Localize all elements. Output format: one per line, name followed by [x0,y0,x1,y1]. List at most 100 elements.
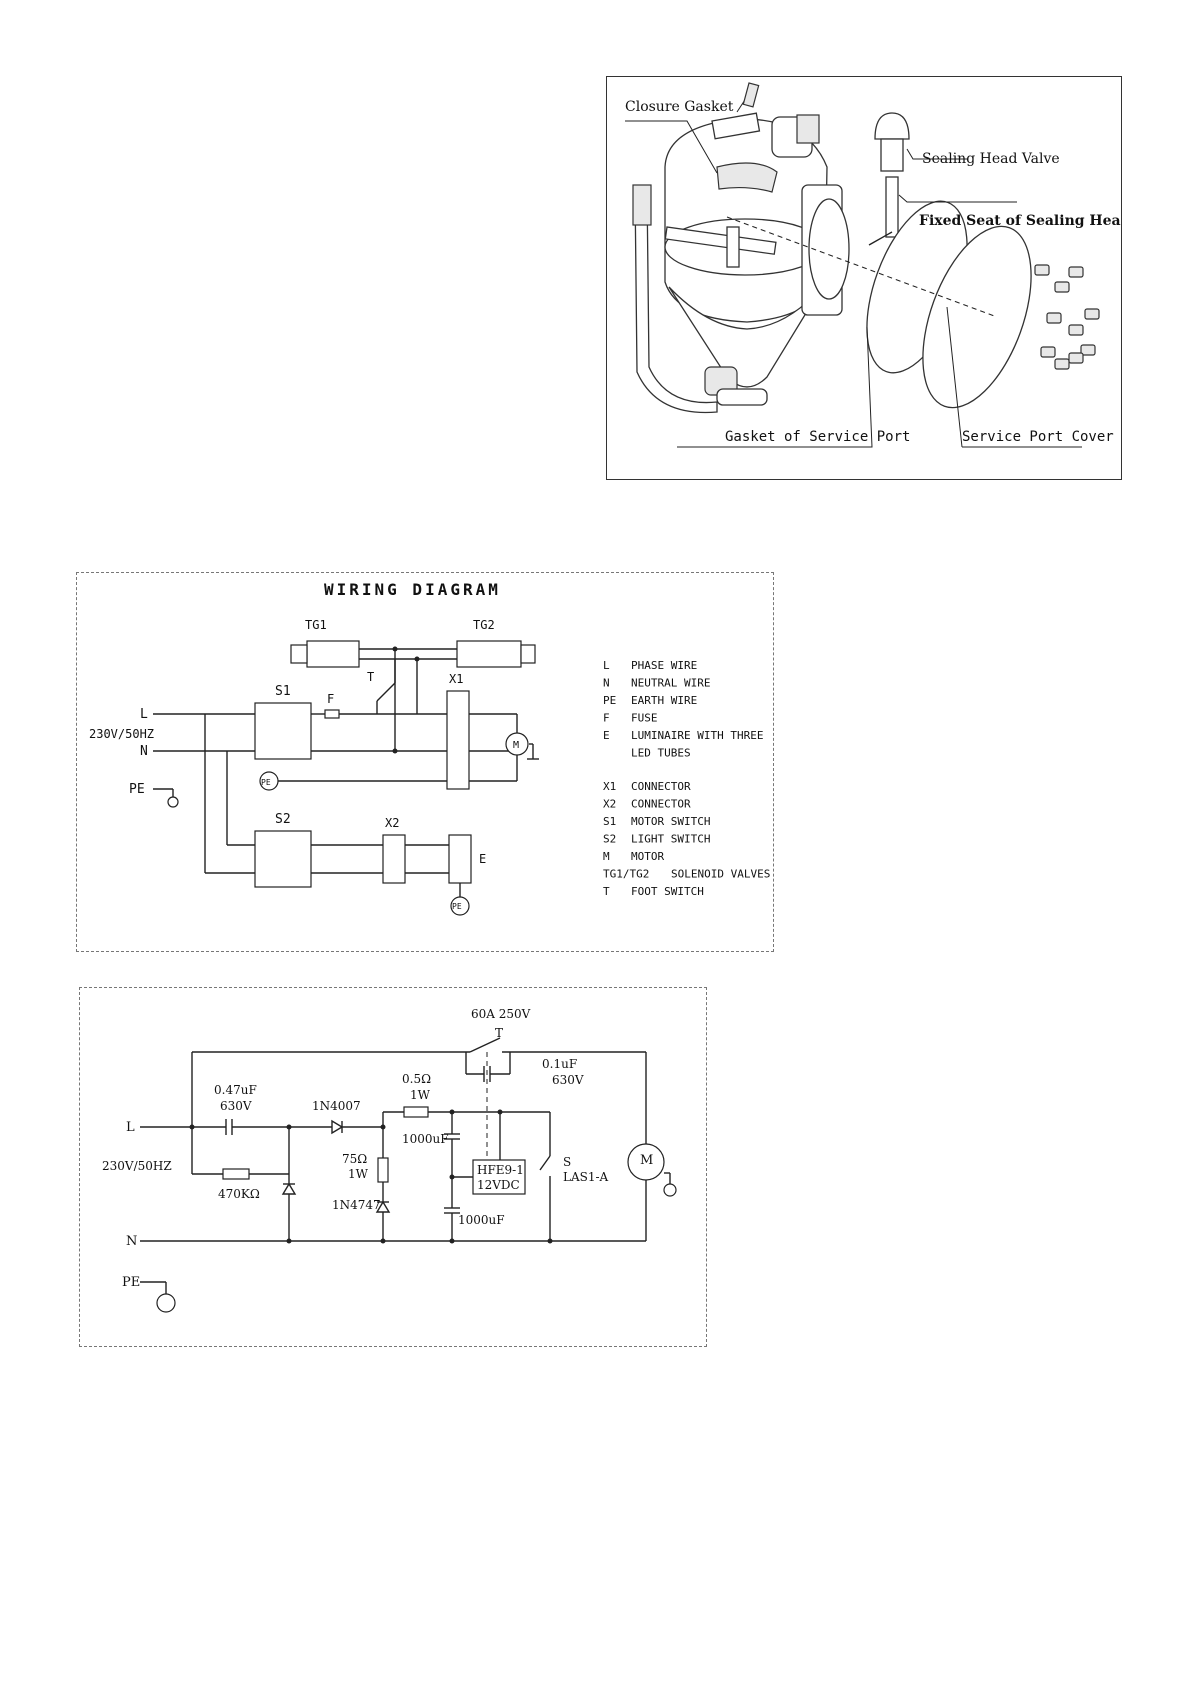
wiring-diagram-drawing: WIRING DIAGRAM TG1 TG2 S1 S2 L N 230V/50… [89,580,770,916]
tg2-valve [456,640,522,668]
x2-connector [382,834,406,884]
legend-code-2: PE [603,694,616,707]
legend-code-0: L [603,659,610,672]
hopper-body [632,82,850,414]
pe-terminal-2-label: PE [452,902,462,911]
wiring-diagram-title: WIRING DIAGRAM [324,580,501,599]
resistor-470k [222,1168,250,1180]
legend-code-4: E [603,729,610,742]
n-label-2: N [126,1234,137,1249]
fuse-f [324,709,340,719]
legend-desc-3: FUSE [631,712,658,725]
cap4-voltage: 630V [552,1073,584,1087]
x2-label: X2 [385,816,399,830]
tg1-coil [290,644,308,664]
control-circuit-panel: 60A 250V T 0.1uF 630V L 230V/50HZ 0.47uF… [79,987,707,1347]
x1-connector [446,690,470,790]
legend-desc-4: LUMINAIRE WITH THREE [631,729,763,742]
earth-symbol [167,796,179,808]
cap1-voltage: 630V [220,1099,252,1113]
resistor1-label: 470KΩ [218,1187,260,1201]
sealing-head-valve-label: Sealing Head Valve [922,151,1060,167]
r3-value: 0.5Ω [402,1072,431,1086]
wiring-diagram-panel: WIRING DIAGRAM TG1 TG2 S1 S2 L N 230V/50… [76,572,774,952]
tg1-valve [306,640,360,668]
pe-label-2: PE [122,1275,140,1290]
legend-code-6: X1 [603,780,616,793]
legend-desc-1: NEUTRAL WIRE [631,677,710,690]
service-port-cover [922,225,1032,409]
legend-desc-6: CONNECTOR [631,780,691,793]
resistor-05 [403,1106,429,1118]
tg1-label: TG1 [305,618,327,632]
motor-label: M [513,740,519,751]
cap4-value: 0.1uF [542,1057,577,1071]
legend-desc-10: MOTOR [631,850,664,863]
s2-label: S2 [275,812,291,827]
exploded-view-panel: Closure Gasket Sealing Head Valve Fixed … [606,76,1122,480]
luminaire-label: E [479,852,486,866]
closure-gasket-label: Closure Gasket [625,99,734,115]
legend-code-7: X2 [603,798,616,811]
legend-desc-8: MOTOR SWITCH [631,815,710,828]
legend-code-1: N [603,677,610,690]
legend-code-11: TG1/TG2 [603,868,649,881]
pe-terminal-2 [450,896,470,916]
control-circuit-drawing: 60A 250V T 0.1uF 630V L 230V/50HZ 0.47uF… [102,1007,677,1313]
relay-hfe9 [472,1159,526,1195]
legend-code-9: S2 [603,833,616,846]
pe-terminal-1-label: PE [261,778,271,787]
r3-power: 1W [410,1088,431,1102]
legend-code-8: S1 [603,815,616,828]
l-label: L [140,707,148,722]
n-label: N [140,744,148,759]
supply-label: 230V/50HZ [89,727,154,741]
pe-earth-2 [156,1293,176,1313]
legend-desc-9: LIGHT SWITCH [631,833,710,846]
s-label: S [563,1155,571,1169]
l-label-2: L [126,1120,135,1135]
legend-desc-0: PHASE WIRE [631,659,697,672]
cap2-label: 1000uF [402,1132,449,1146]
motor-m [505,732,529,756]
gasket-service-port-label: Gasket of Service Port [725,429,910,445]
pe-label: PE [129,782,145,797]
t-foot-switch-label: T [367,670,374,684]
legend-code-3: F [603,712,610,725]
fuse-label: F [327,692,334,706]
cap1-value: 0.47uF [214,1083,257,1097]
zener-label: 1N4747 [332,1198,381,1212]
relay-model: HFE9-1 [477,1163,524,1177]
tg2-coil [520,644,536,664]
legend-desc-7: CONNECTOR [631,798,691,811]
switch-rating-label: 60A 250V [471,1007,531,1021]
exploded-view-drawing: Closure Gasket Sealing Head Valve Fixed … [625,82,1121,448]
s1-label: S1 [275,684,291,699]
legend: L PHASE WIRE N NEUTRAL WIRE PE EARTH WIRE F FUS… [603,659,770,898]
bolts-group [1034,264,1100,370]
sealing-head-valve [868,112,910,246]
cap3-label: 1000uF [458,1213,505,1227]
r2-value: 75Ω [342,1152,367,1166]
supply-label-2: 230V/50HZ [102,1159,172,1173]
legend-desc-11: SOLENOID VALVES [671,868,770,881]
tg2-label: TG2 [473,618,495,632]
diode1-label: 1N4007 [312,1099,361,1113]
luminaire-e [448,834,472,884]
fixed-seat-label: Fixed Seat of Sealing Head [919,213,1121,229]
legend-code-12: T [603,885,610,898]
r2-power: 1W [348,1167,369,1181]
motor-earth [663,1183,677,1197]
legend-desc-2: EARTH WIRE [631,694,697,707]
s-model: LAS1-A [563,1170,609,1184]
t-switch-label: T [495,1026,503,1040]
legend-code-10: M [603,850,610,863]
s1-switch [254,702,312,760]
motor-label-2: M [640,1153,653,1168]
resistor-75 [377,1157,389,1183]
x1-label: X1 [449,672,463,686]
service-port-cover-label: Service Port Cover [962,429,1114,445]
relay-voltage: 12VDC [477,1178,520,1192]
s2-switch [254,830,312,888]
legend-desc-5: LED TUBES [631,747,691,760]
